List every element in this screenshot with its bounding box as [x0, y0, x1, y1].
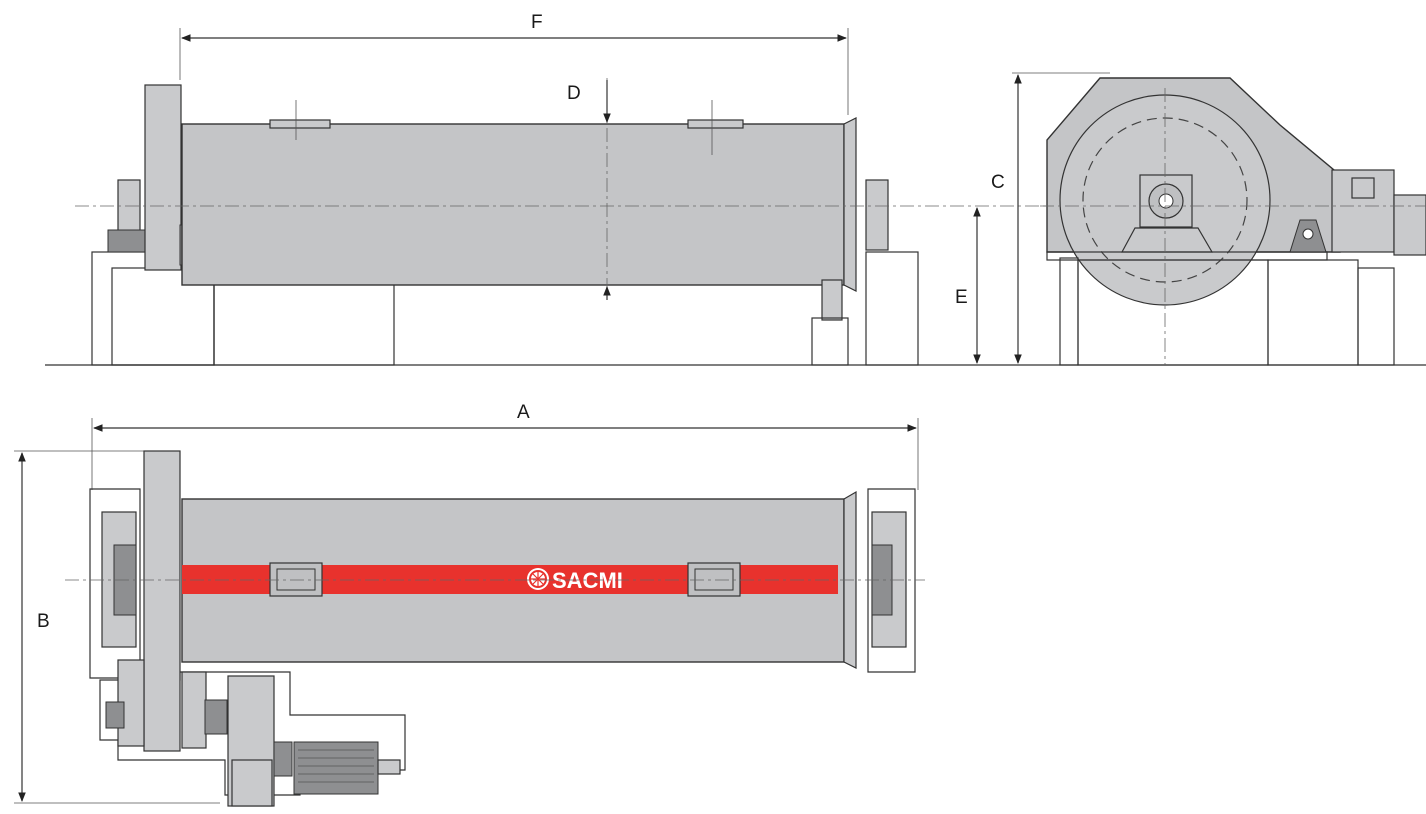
side-elevation-view: F D E C	[45, 12, 1426, 366]
end-view	[1040, 77, 1426, 366]
dim-label-a: A	[517, 402, 530, 423]
dim-label-b: B	[37, 611, 50, 632]
dim-label-d: D	[567, 83, 581, 104]
dim-label-f: F	[531, 12, 543, 33]
sacmi-logo: SACMI	[527, 568, 623, 593]
dim-label-e: E	[955, 287, 968, 308]
svg-text:SACMI: SACMI	[552, 568, 623, 593]
dim-label-c: C	[991, 172, 1005, 193]
plan-view: A B	[14, 402, 925, 807]
